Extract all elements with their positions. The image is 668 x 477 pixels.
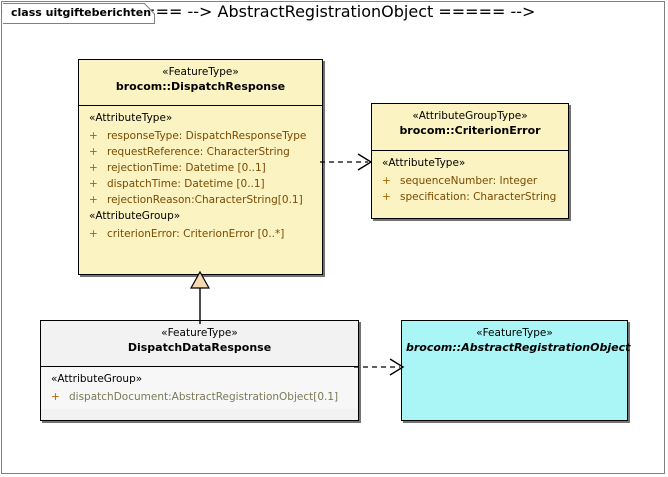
attribute-label: criterionError: CriterionError [0..*] <box>107 228 285 240</box>
attribute-row: + rejectionTime: Datetime [0..1] <box>79 160 322 176</box>
open-arrowhead-icon <box>389 358 405 376</box>
attribute-row: + dispatchDocument:AbstractRegistrationO… <box>41 389 358 405</box>
class-attributes-dispatch-response: «AttributeType» + responseType: Dispatch… <box>79 106 322 246</box>
visibility-marker: + <box>89 146 98 158</box>
attribute-label: sequenceNumber: Integer <box>400 175 538 187</box>
attribute-label: dispatchTime: Datetime [0..1] <box>107 178 265 190</box>
class-box-abstract-registration-object[interactable]: «FeatureType» brocom::AbstractRegistrati… <box>401 320 631 422</box>
class-box-criterion-error[interactable]: «AttributeGroupType» brocom::CriterionEr… <box>371 103 569 219</box>
visibility-marker: + <box>89 228 98 240</box>
visibility-marker: + <box>382 191 391 203</box>
attribute-label: specification: CharacterString <box>400 191 557 203</box>
attribute-label: requestReference: CharacterString <box>107 146 290 158</box>
attribute-label: dispatchDocument:AbstractRegistrationObj… <box>69 391 339 403</box>
class-name: brocom::CriterionError <box>399 124 541 137</box>
visibility-marker: + <box>89 162 98 174</box>
attribute-label: responseType: DispatchResponseType <box>107 130 307 142</box>
attribute-row: + dispatchTime: Datetime [0..1] <box>79 176 322 192</box>
visibility-marker: + <box>89 178 98 190</box>
visibility-marker: + <box>51 391 60 403</box>
connector-generalization-dispatch-data-response-to-dispatch-response <box>189 270 211 324</box>
class-name: brocom::DispatchResponse <box>115 80 286 93</box>
open-arrowhead-icon <box>357 153 373 171</box>
attribute-row: + sequenceNumber: Integer <box>372 173 568 189</box>
class-stereotype: «FeatureType» <box>476 327 553 339</box>
class-attributes-criterion-error: «AttributeType» + sequenceNumber: Intege… <box>372 151 568 209</box>
class-stereotype: «FeatureType» <box>161 327 238 339</box>
class-header-abstract-registration-object: «FeatureType» brocom::AbstractRegistrati… <box>402 321 631 422</box>
attribute-row: + specification: CharacterString <box>372 189 568 205</box>
class-name: brocom::AbstractRegistrationObject <box>406 341 631 354</box>
attribute-label: rejectionReason:CharacterString[0.1] <box>107 194 303 206</box>
class-stereotype: «AttributeGroupType» <box>412 110 528 122</box>
attribute-label: rejectionTime: Datetime [0..1] <box>107 162 266 174</box>
attribute-group-label: «AttributeType» <box>382 157 466 169</box>
attribute-group-label: «AttributeGroup» <box>89 210 181 222</box>
connector-dependency-dispatch-data-response-to-abstract-registration-object <box>354 358 405 376</box>
generalization-triangle-icon <box>189 270 211 289</box>
frame-tab-shape <box>3 3 155 24</box>
diagram-frame-tab: class uitgifteberichten <box>3 3 155 24</box>
visibility-marker: + <box>89 130 98 142</box>
visibility-marker: + <box>382 175 391 187</box>
class-box-dispatch-response[interactable]: «FeatureType» brocom::DispatchResponse «… <box>78 59 323 275</box>
class-box-dispatch-data-response[interactable]: «FeatureType» DispatchDataResponse «Attr… <box>40 320 359 421</box>
class-header-dispatch-response: «FeatureType» brocom::DispatchResponse <box>79 60 322 106</box>
class-name: DispatchDataResponse <box>127 341 272 354</box>
class-header-criterion-error: «AttributeGroupType» brocom::CriterionEr… <box>372 104 568 151</box>
connector-dependency-dispatch-response-to-criterion-error <box>320 153 373 171</box>
attribute-group-label: «AttributeGroup» <box>51 373 143 385</box>
attribute-row: + responseType: DispatchResponseType <box>79 128 322 144</box>
diagram-title: class uitgifteberichten <box>11 6 152 19</box>
class-stereotype: «FeatureType» <box>162 66 239 78</box>
attribute-row: + rejectionReason:CharacterString[0.1] <box>79 192 322 208</box>
attribute-row: + criterionError: CriterionError [0..*] <box>79 226 322 242</box>
class-attributes-dispatch-data-response: «AttributeGroup» + dispatchDocument:Abst… <box>41 367 358 409</box>
visibility-marker: + <box>89 194 98 206</box>
attribute-group-label: «AttributeType» <box>89 112 173 124</box>
class-header-dispatch-data-response: «FeatureType» DispatchDataResponse <box>41 321 358 367</box>
attribute-row: + requestReference: CharacterString <box>79 144 322 160</box>
